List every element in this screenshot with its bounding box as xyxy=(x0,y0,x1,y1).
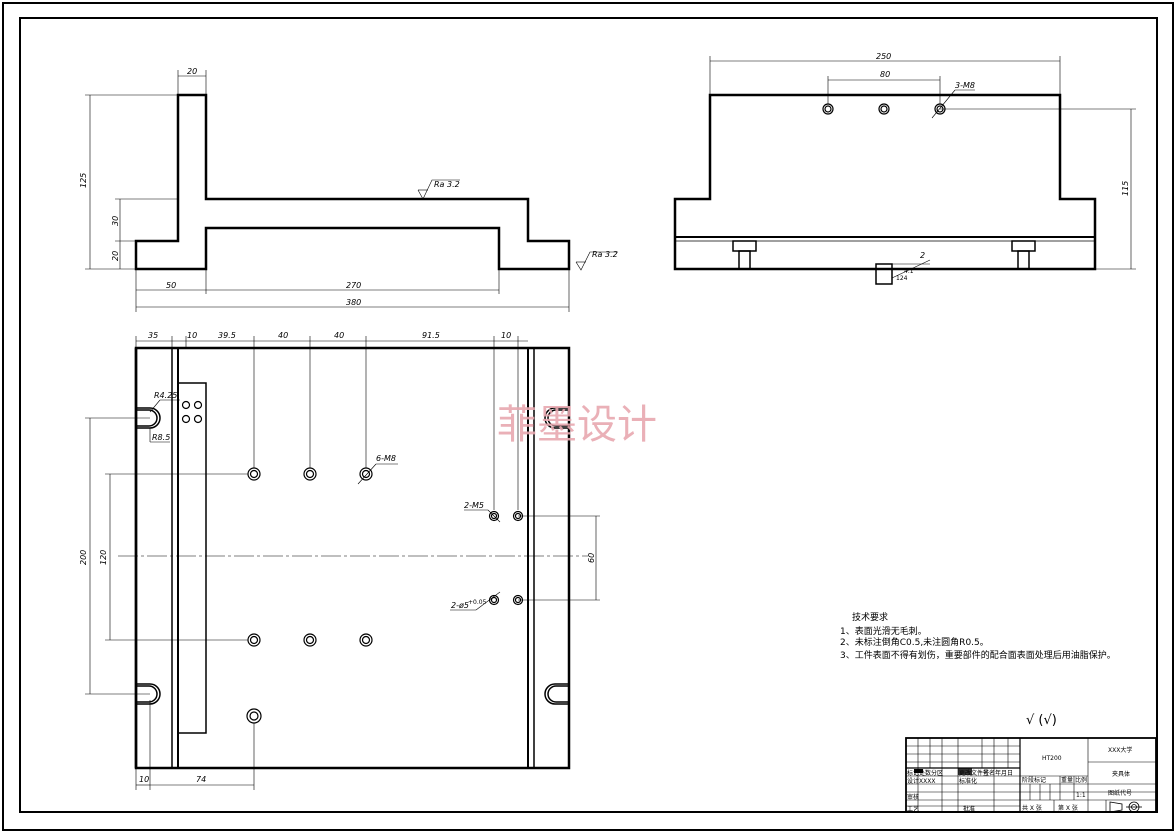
tb-designer: XXXX xyxy=(919,778,935,785)
dim-side-250: 250 xyxy=(876,52,891,61)
top-view: 35 10 39.5 40 40 91.5 10 200 120 60 10 7… xyxy=(79,331,600,790)
dim-front-30: 30 xyxy=(111,216,120,226)
tb-weight: 重量 xyxy=(1061,776,1073,784)
tb-design: 设计 xyxy=(907,777,919,785)
side-view: 250 80 3-M8 115 2 4.1 124 xyxy=(673,52,1136,285)
dim-top-35: 35 xyxy=(148,331,158,340)
dim-top-10b: 10 xyxy=(501,331,511,340)
dim-top-40a: 40 xyxy=(278,331,288,340)
dim-top-40b: 40 xyxy=(334,331,344,340)
tb-scale: 1:1 xyxy=(1076,792,1086,799)
dim-side-115: 115 xyxy=(1121,181,1130,196)
dim-front-20: 20 xyxy=(187,67,197,76)
tb-school: XXX大学 xyxy=(1108,746,1132,754)
tech-item-2: 2、未标注倒角C0.5,未注圆角R0.5。 xyxy=(840,636,989,648)
inner-border xyxy=(19,17,1158,813)
dim-side-124: 124 xyxy=(896,275,908,282)
label-6m8: 6-M8 xyxy=(376,454,396,463)
title-block: HT200 XXX大学 夹具体 图纸代号 标记 处数 分区 更改文件号 签名 年… xyxy=(905,737,1157,813)
tb-row-label: 分区 xyxy=(931,769,943,777)
tb-stage-mark: 阶段标记 xyxy=(1022,776,1046,784)
tb-standard: 标准化 xyxy=(959,777,977,785)
front-view-outline xyxy=(134,93,571,271)
dim-side-2: 2 xyxy=(920,251,925,260)
watermark-text: 菲墨设计 xyxy=(497,402,657,448)
tb-row-label: 更改文件号 xyxy=(959,769,989,777)
tech-item-1: 1、表面光滑无毛刺。 xyxy=(840,625,927,637)
dim-top-60: 60 xyxy=(587,553,596,563)
label-2dia5: 2-ø5 xyxy=(451,601,469,610)
label-r425: R4.25 xyxy=(154,391,177,400)
dim-top-10a: 10 xyxy=(187,331,197,340)
dim-front-125: 125 xyxy=(79,173,88,188)
label-r85: R8.5 xyxy=(152,433,170,442)
dim-top-120: 120 xyxy=(99,550,108,565)
tb-row-label: 处数 xyxy=(919,769,931,777)
dim-side-80: 80 xyxy=(880,70,890,79)
tb-sheets: 共 X 张 xyxy=(1022,804,1042,812)
hole-note-3m8: 3-M8 xyxy=(955,81,975,90)
label-2m5: 2-M5 xyxy=(464,501,484,510)
dim-top-b10: 10 xyxy=(139,775,149,784)
dim-top-39-5: 39.5 xyxy=(218,331,236,340)
tb-row-label: 年月日 xyxy=(995,769,1013,777)
tb-process: 工艺 xyxy=(907,805,919,813)
tech-title: 技术要求 xyxy=(852,611,888,623)
dim-top-b74: 74 xyxy=(196,775,206,784)
side-view-outline xyxy=(673,93,1097,271)
dim-side-41: 4.1 xyxy=(904,268,914,275)
dim-top-91-5: 91.5 xyxy=(422,331,440,340)
tb-approve: 批准 xyxy=(963,805,975,813)
tb-material: HT200 xyxy=(1042,755,1062,762)
roughness-label: Ra 3.2 xyxy=(592,250,618,259)
tb-drawing-no: 图纸代号 xyxy=(1108,789,1132,797)
roughness-label: Ra 3.2 xyxy=(434,180,460,189)
tb-review: 审核 xyxy=(907,793,919,801)
dim-front-50: 50 xyxy=(166,281,176,290)
front-view: 20 125 30 20 50 270 380 Ra 3.2 Ra 3.2 xyxy=(79,67,618,312)
label-tolerance: +0.05 xyxy=(468,599,487,606)
tb-row-label: 标记 xyxy=(907,769,919,777)
roughness-symbol: √ (√) xyxy=(1026,713,1057,728)
tech-item-3: 3、工件表面不得有划伤，重要部件的配合面表面处理后用油脂保护。 xyxy=(840,649,1116,661)
dim-top-200: 200 xyxy=(79,550,88,565)
dim-front-270: 270 xyxy=(346,281,361,290)
tb-sheet: 第 X 张 xyxy=(1058,804,1078,812)
tb-scale-label: 比例 xyxy=(1075,776,1087,784)
dim-front-380: 380 xyxy=(346,298,361,307)
tb-part-name: 夹具体 xyxy=(1112,770,1130,778)
dim-front-20b: 20 xyxy=(111,251,120,261)
tb-row-label: 签名 xyxy=(983,769,995,777)
tech-requirements: 技术要求 1、表面光滑无毛刺。 2、未标注倒角C0.5,未注圆角R0.5。 3、… xyxy=(840,611,1116,661)
